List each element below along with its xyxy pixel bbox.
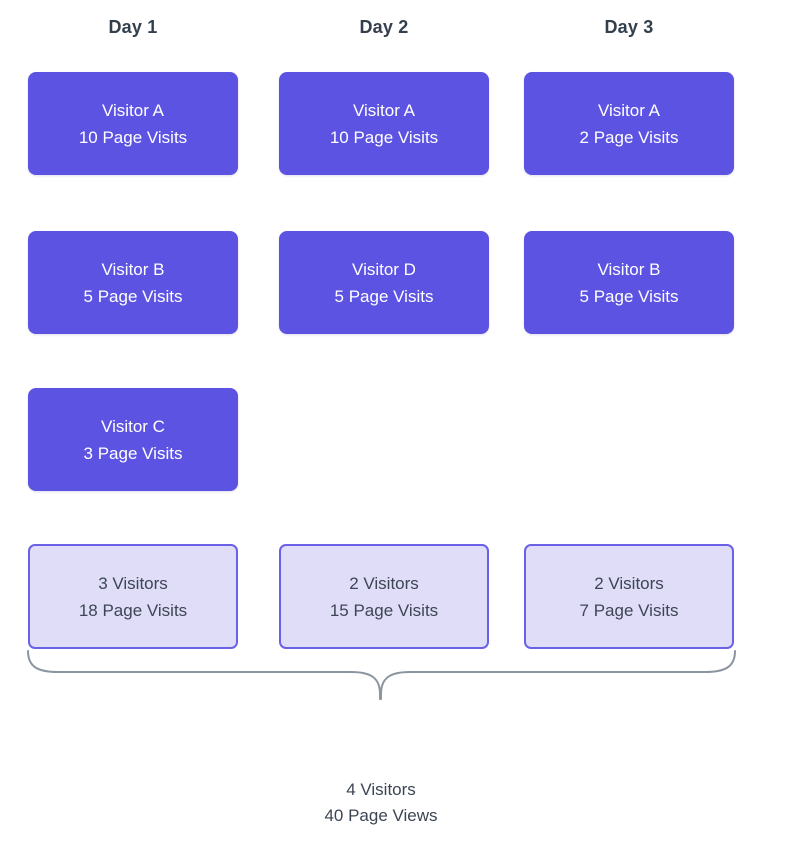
visitor-card-day3-a: Visitor A 2 Page Visits: [524, 72, 734, 175]
total-visitors: 4 Visitors: [346, 780, 416, 799]
summary-visitors: 3 Visitors: [98, 573, 168, 593]
visitor-card-name: Visitor B: [101, 259, 165, 279]
visitor-card-day1-c: Visitor C 3 Page Visits: [28, 388, 238, 491]
day2-summary-box: 2 Visitors 15 Page Visits: [279, 544, 489, 649]
visitor-card-name: Visitor D: [352, 259, 416, 279]
visitor-card-day1-b: Visitor B 5 Page Visits: [28, 231, 238, 334]
visitor-card-day2-a: Visitor A 10 Page Visits: [279, 72, 489, 175]
total-page-views: 40 Page Views: [324, 806, 438, 825]
summary-visitors: 2 Visitors: [594, 573, 664, 593]
day-1-header: Day 1: [108, 17, 158, 37]
visitor-card-name: Visitor A: [101, 100, 165, 120]
day-2-header: Day 2: [359, 17, 409, 37]
summary-page-visits: 18 Page Visits: [78, 600, 188, 620]
visitor-card-visits: 5 Page Visits: [334, 286, 434, 306]
summary-visitors: 2 Visitors: [349, 573, 419, 593]
visitor-card-name: Visitor A: [352, 100, 416, 120]
visitor-card-visits: 2 Page Visits: [579, 127, 679, 147]
grand-total: 4 Visitors 40 Page Views: [256, 777, 506, 829]
visitor-card-visits: 5 Page Visits: [83, 286, 183, 306]
visitor-card-name: Visitor B: [597, 259, 661, 279]
visitor-card-name: Visitor C: [101, 416, 165, 436]
summary-page-visits: 7 Page Visits: [579, 600, 679, 620]
visitor-card-visits: 3 Page Visits: [83, 443, 183, 463]
visitor-card-day1-a: Visitor A 10 Page Visits: [28, 72, 238, 175]
visitor-card-visits: 10 Page Visits: [329, 127, 439, 147]
visitor-card-name: Visitor A: [597, 100, 661, 120]
visitor-card-visits: 5 Page Visits: [579, 286, 679, 306]
summary-page-visits: 15 Page Visits: [329, 600, 439, 620]
visitor-card-visits: 10 Page Visits: [78, 127, 188, 147]
day-3-header: Day 3: [604, 17, 654, 37]
visitor-card-day3-b: Visitor B 5 Page Visits: [524, 231, 734, 334]
day3-summary-box: 2 Visitors 7 Page Visits: [524, 544, 734, 649]
day1-summary-box: 3 Visitors 18 Page Visits: [28, 544, 238, 649]
visitor-card-day2-d: Visitor D 5 Page Visits: [279, 231, 489, 334]
